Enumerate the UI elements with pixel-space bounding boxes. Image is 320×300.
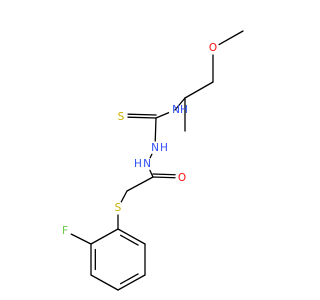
bond-ring-6 (117, 228, 146, 245)
bond-ring-1 (90, 228, 119, 245)
bond-amine-n-thio-c (155, 112, 170, 119)
bond-thio-c-s-second (127, 113, 157, 116)
atom-label-n-hydrazide-lower: N (143, 158, 151, 170)
atom-label-o-carbonyl: O (178, 172, 186, 184)
bond-c3-amine-n (174, 97, 186, 111)
atom-label-f-aryl: F (62, 225, 68, 237)
bond-methyl-ether-oxygen (218, 30, 244, 46)
bond-c1-c2 (184, 81, 214, 99)
bond-carbonyl-c-o-second (152, 173, 176, 176)
bond-hydrazide-n-n (149, 153, 153, 159)
atom-label-n-hydrazide-upper: N (151, 142, 159, 154)
atom-label-o-ether: O (209, 42, 217, 54)
atom-label-s-thione: S (118, 111, 125, 123)
bond-ring-inner-3 (119, 234, 139, 246)
bond-ring-inner-2 (119, 273, 139, 285)
bond-ring-3 (90, 274, 119, 291)
atom-label-h-hydrazide-upper: H (160, 142, 168, 154)
atom-label-n-amine: N (172, 104, 180, 116)
bond-ch2-thioether-s (120, 190, 128, 203)
atom-label-h-amine: H (180, 104, 188, 116)
bond-thio-c-s (127, 116, 157, 119)
atom-label-s-thioether: S (115, 202, 122, 214)
atom-label-h-hydrazide-lower: H (134, 158, 142, 170)
bond-ring-fluorine (70, 233, 92, 245)
bond-thio-c-hydrazide-n (154, 117, 157, 142)
bond-ring-4 (117, 274, 146, 291)
bond-layer (70, 30, 244, 291)
bond-carbonyl-c-o (152, 176, 176, 179)
bond-hydrazide-n-carbonyl-c (149, 169, 154, 178)
bond-carbonyl-c-ch2 (126, 176, 154, 192)
